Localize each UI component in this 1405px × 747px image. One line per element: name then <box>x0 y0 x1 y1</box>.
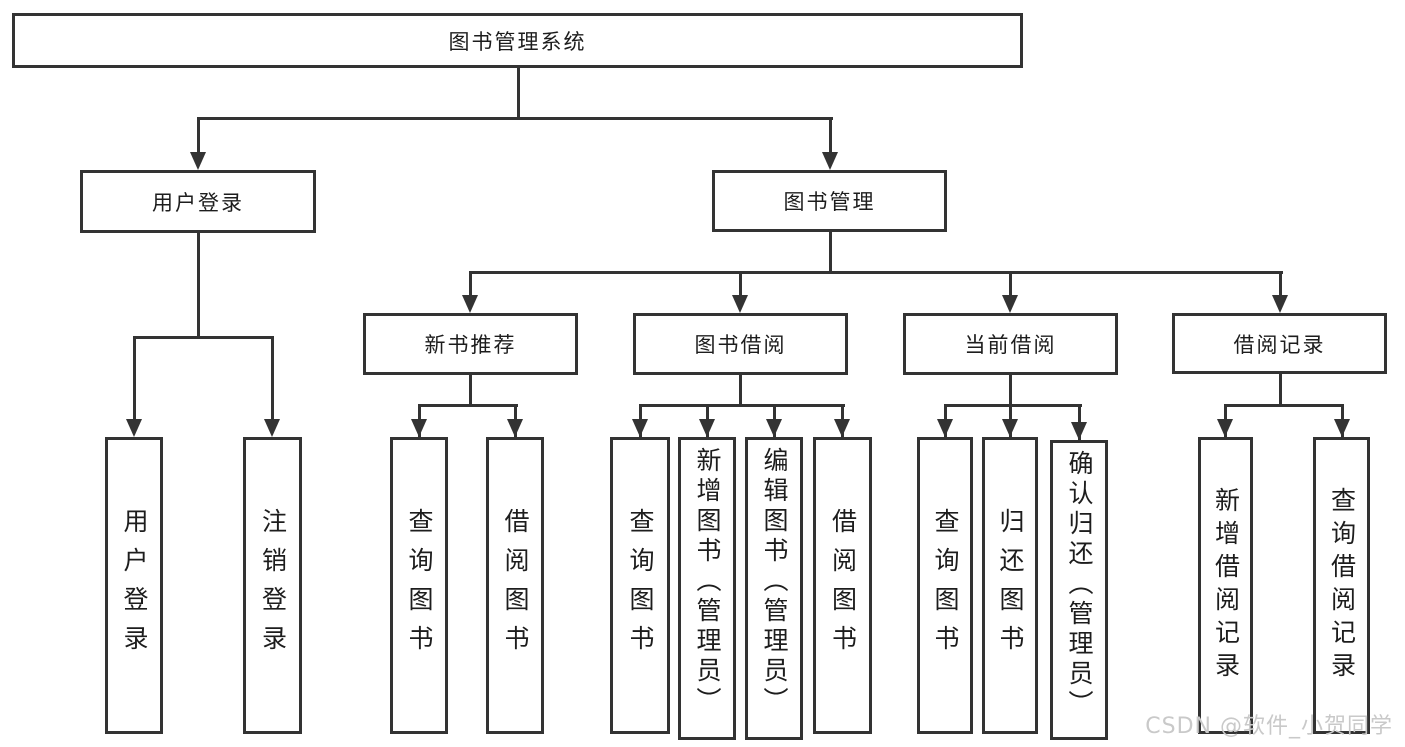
arrow-down-icon <box>766 419 782 437</box>
arrow-down-icon <box>1002 295 1018 313</box>
node-root: 图书管理系统 <box>12 13 1023 68</box>
connector-line <box>1009 271 1012 299</box>
csdn-watermark: CSDN @软件_小贺同学 <box>1145 714 1393 739</box>
connector-line <box>1224 404 1344 407</box>
leaf-add-borrow-record-label: 新增借阅记录 <box>1211 486 1241 685</box>
node-root-label: 图书管理系统 <box>448 29 587 54</box>
arrow-down-icon <box>732 295 748 313</box>
leaf-query-book-1: 查询图书 <box>390 437 448 734</box>
arrow-down-icon <box>264 419 280 437</box>
node-user-login: 用户登录 <box>80 170 316 233</box>
arrow-down-icon <box>699 419 715 437</box>
arrow-down-icon <box>507 419 523 437</box>
connector-line <box>739 375 742 406</box>
leaf-return-book: 归还图书 <box>982 437 1038 734</box>
leaf-add-book-admin: 新增图书（管理员） <box>678 437 736 740</box>
leaf-user-login: 用户登录 <box>105 437 163 734</box>
connector-line <box>197 117 200 157</box>
leaf-borrow-book-2-label: 借阅图书 <box>828 507 858 664</box>
arrow-down-icon <box>834 419 850 437</box>
leaf-query-borrow-record-label: 查询借阅记录 <box>1327 486 1357 685</box>
arrow-down-icon <box>126 419 142 437</box>
leaf-query-borrow-record: 查询借阅记录 <box>1313 437 1370 734</box>
arrow-down-icon <box>632 419 648 437</box>
arrow-down-icon <box>1272 295 1288 313</box>
connector-line <box>197 117 833 120</box>
node-book-borrow: 图书借阅 <box>633 313 848 375</box>
node-book-management: 图书管理 <box>712 170 947 232</box>
leaf-logout: 注销登录 <box>243 437 302 734</box>
connector-line <box>133 336 274 339</box>
arrow-down-icon <box>937 419 953 437</box>
node-borrow-record: 借阅记录 <box>1172 313 1387 374</box>
node-new-book-recommend: 新书推荐 <box>363 313 578 375</box>
connector-line <box>944 404 1082 407</box>
leaf-borrow-book-1: 借阅图书 <box>486 437 544 734</box>
leaf-add-book-admin-label: 新增图书（管理员） <box>693 447 722 717</box>
connector-line <box>517 68 520 118</box>
node-user-login-label: 用户登录 <box>152 190 244 215</box>
leaf-confirm-return-admin-label: 确认归还（管理员） <box>1065 450 1094 720</box>
leaf-user-login-label: 用户登录 <box>120 507 149 664</box>
arrow-down-icon <box>190 152 206 170</box>
node-book-borrow-label: 图书借阅 <box>694 333 787 357</box>
leaf-borrow-book-1-label: 借阅图书 <box>501 507 530 664</box>
node-book-management-label: 图书管理 <box>783 190 876 214</box>
arrow-down-icon <box>462 295 478 313</box>
leaf-query-book-2: 查询图书 <box>610 437 670 734</box>
connector-line <box>469 375 472 406</box>
node-new-book-recommend-label: 新书推荐 <box>424 333 517 357</box>
leaf-query-book-1-label: 查询图书 <box>405 507 434 664</box>
connector-line <box>1279 271 1282 299</box>
arrow-down-icon <box>1334 419 1350 437</box>
arrow-down-icon <box>1217 419 1233 437</box>
connector-line <box>1279 374 1282 406</box>
connector-line <box>739 271 742 299</box>
node-current-borrow-label: 当前借阅 <box>964 333 1057 357</box>
leaf-edit-book-admin-label: 编辑图书（管理员） <box>760 447 789 717</box>
arrow-down-icon <box>1071 422 1087 440</box>
leaf-return-book-label: 归还图书 <box>996 507 1025 664</box>
connector-line <box>133 336 136 422</box>
arrow-down-icon <box>822 152 838 170</box>
node-current-borrow: 当前借阅 <box>903 313 1118 375</box>
connector-line <box>829 232 832 274</box>
leaf-query-book-3: 查询图书 <box>917 437 973 734</box>
leaf-add-borrow-record: 新增借阅记录 <box>1198 437 1253 734</box>
leaf-borrow-book-2: 借阅图书 <box>813 437 872 734</box>
arrow-down-icon <box>411 419 427 437</box>
connector-line <box>469 271 472 299</box>
leaf-logout-label: 注销登录 <box>258 507 288 664</box>
leaf-edit-book-admin: 编辑图书（管理员） <box>745 437 803 740</box>
arrow-down-icon <box>1002 419 1018 437</box>
connector-line <box>469 271 1283 274</box>
leaf-query-book-3-label: 查询图书 <box>931 507 960 664</box>
leaf-confirm-return-admin: 确认归还（管理员） <box>1050 440 1108 740</box>
node-borrow-record-label: 借阅记录 <box>1233 332 1326 357</box>
connector-line <box>418 404 518 407</box>
connector-line <box>271 336 274 422</box>
connector-line <box>1009 375 1012 406</box>
connector-line <box>197 233 200 337</box>
connector-line <box>829 117 832 157</box>
connector-line <box>639 404 845 407</box>
leaf-query-book-2-label: 查询图书 <box>626 507 655 664</box>
